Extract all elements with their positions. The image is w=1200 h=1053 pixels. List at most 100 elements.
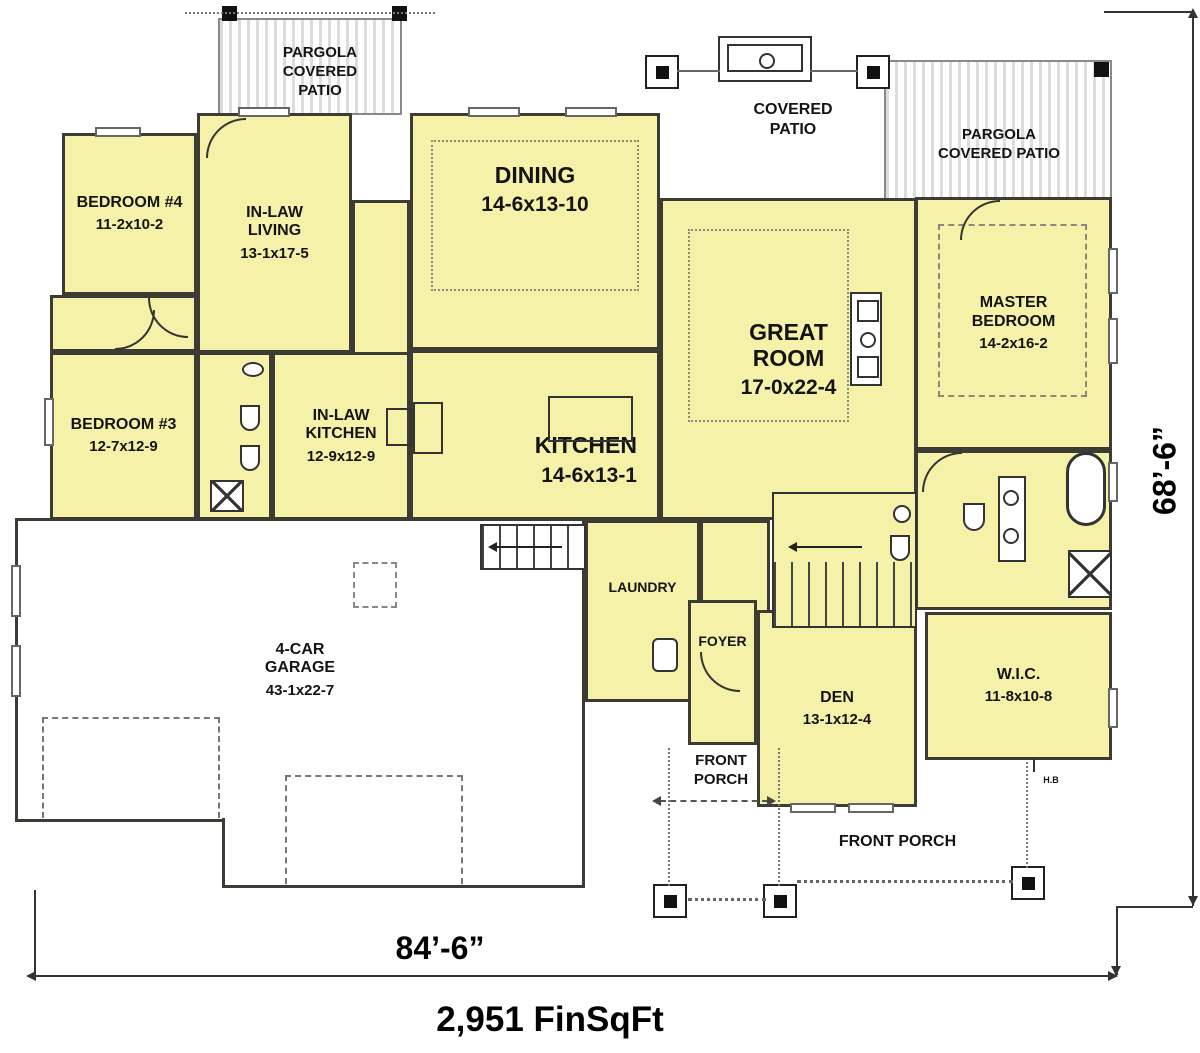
pargola-left-area bbox=[218, 18, 402, 115]
dimension-extension bbox=[34, 890, 36, 975]
room-dims: 17-0x22-4 bbox=[740, 376, 837, 400]
in-law-stove bbox=[386, 408, 412, 446]
room-label: DEN bbox=[820, 688, 854, 706]
column-core bbox=[1021, 876, 1035, 890]
sink bbox=[893, 505, 911, 523]
pargola-right-label: PARGOLA COVERED PATIO bbox=[938, 126, 1060, 162]
room-dims: 13-1x17-5 bbox=[240, 244, 309, 262]
sink bbox=[1003, 490, 1019, 506]
outdoor-fireplace bbox=[718, 36, 812, 82]
room-bedroom-4: BEDROOM #4 11-2x10-2 bbox=[62, 133, 197, 295]
pargola-left-label: PARGOLA COVERED PATIO bbox=[282, 44, 358, 99]
front-porch-main-label: FRONT PORCH bbox=[838, 833, 957, 850]
room-label: MASTER BEDROOM bbox=[971, 294, 1056, 330]
roof-edge-dotted bbox=[185, 12, 435, 14]
dimension-extension bbox=[1116, 908, 1118, 975]
window bbox=[95, 127, 141, 137]
toilet bbox=[240, 405, 260, 431]
fireplace-flue bbox=[759, 53, 775, 69]
porch-edge-line bbox=[688, 898, 766, 901]
height-dimension-label: 68’-6” bbox=[1146, 426, 1183, 515]
fireplace-box bbox=[857, 356, 879, 378]
window bbox=[11, 565, 21, 617]
room-dims: 12-7x12-9 bbox=[89, 438, 158, 456]
room-dining: DINING 14-6x13-10 bbox=[410, 113, 660, 350]
patio-beam bbox=[677, 70, 720, 72]
room-label: 4-CAR GARAGE bbox=[264, 640, 336, 677]
width-dimension-line bbox=[35, 975, 1117, 977]
patio-beam bbox=[810, 70, 858, 72]
porch-depth-arrow-line bbox=[660, 800, 768, 802]
bathtub bbox=[1066, 452, 1106, 526]
column-core bbox=[866, 65, 880, 79]
double-vanity bbox=[998, 476, 1026, 562]
room-label: BEDROOM #3 bbox=[70, 416, 177, 434]
window bbox=[468, 107, 520, 117]
porch-column bbox=[1011, 866, 1045, 900]
porch-roof-line bbox=[668, 748, 670, 886]
hose-bib-label: H.B bbox=[1043, 775, 1059, 785]
in-law-kitchen-island bbox=[413, 402, 443, 454]
dim-arrow bbox=[1108, 971, 1118, 981]
room-dims: 14-6x13-10 bbox=[481, 193, 589, 217]
fireplace-inner bbox=[727, 44, 803, 72]
covered-patio-label: COVERED PATIO bbox=[753, 101, 833, 138]
toilet bbox=[240, 445, 260, 471]
dim-arrow bbox=[26, 971, 36, 981]
column-core bbox=[773, 894, 787, 908]
porch-column bbox=[653, 884, 687, 918]
patio-column bbox=[856, 55, 890, 89]
window bbox=[1108, 248, 1118, 294]
stair-arrow bbox=[488, 542, 497, 552]
front-porch-small-label: FRONT PORCH bbox=[693, 752, 749, 788]
room-dims: 13-1x12-4 bbox=[802, 710, 872, 728]
dimension-jog bbox=[1116, 906, 1193, 908]
ceiling-treatment bbox=[431, 140, 639, 291]
patio-column bbox=[645, 55, 679, 89]
room-label: LAUNDRY bbox=[608, 579, 677, 595]
fireplace-flue bbox=[860, 332, 876, 348]
kitchen-island bbox=[548, 396, 633, 442]
window bbox=[1108, 318, 1118, 364]
room-label: FOYER bbox=[698, 633, 747, 649]
ceiling-treatment bbox=[688, 229, 849, 422]
window bbox=[238, 107, 290, 117]
stair-direction-line bbox=[496, 546, 562, 548]
room-dims: 14-2x16-2 bbox=[979, 335, 1048, 353]
sink bbox=[1003, 528, 1019, 544]
dim-arrow bbox=[1188, 8, 1198, 18]
room-label: IN-LAW LIVING bbox=[246, 203, 303, 240]
window bbox=[790, 803, 836, 813]
garage-door-outline bbox=[285, 775, 463, 884]
window bbox=[1108, 462, 1118, 502]
room-label: KITCHEN bbox=[534, 432, 637, 459]
room-master-bedroom: MASTER BEDROOM 14-2x16-2 bbox=[915, 197, 1112, 450]
room-wic: W.I.C. 11-8x10-8 bbox=[925, 612, 1112, 760]
column-core bbox=[655, 65, 669, 79]
tray-ceiling bbox=[938, 224, 1087, 397]
dim-arrow bbox=[1188, 896, 1198, 906]
height-dimension-line bbox=[1192, 12, 1194, 906]
garage-staircase bbox=[480, 524, 586, 570]
porch-roof-line bbox=[778, 748, 780, 886]
main-staircase bbox=[772, 492, 917, 628]
toilet bbox=[963, 503, 985, 531]
arrow-right bbox=[767, 796, 776, 806]
porch-column bbox=[763, 884, 797, 918]
room-dims: 12-9x12-9 bbox=[306, 447, 376, 465]
room-laundry: LAUNDRY bbox=[585, 520, 700, 702]
dimension-jog bbox=[1104, 11, 1192, 13]
sink bbox=[242, 362, 264, 377]
window bbox=[848, 803, 894, 813]
shower bbox=[1068, 550, 1112, 598]
garage-door-outline bbox=[42, 717, 220, 818]
attic-access bbox=[353, 562, 397, 608]
stair-treads bbox=[774, 562, 915, 626]
window bbox=[565, 107, 617, 117]
width-dimension-label: 84’-6” bbox=[395, 930, 485, 966]
room-label: GREAT ROOM bbox=[749, 318, 828, 371]
column-core bbox=[663, 894, 677, 908]
room-in-law-living: IN-LAW LIVING 13-1x17-5 bbox=[197, 113, 352, 353]
pargola-post bbox=[1094, 62, 1109, 77]
